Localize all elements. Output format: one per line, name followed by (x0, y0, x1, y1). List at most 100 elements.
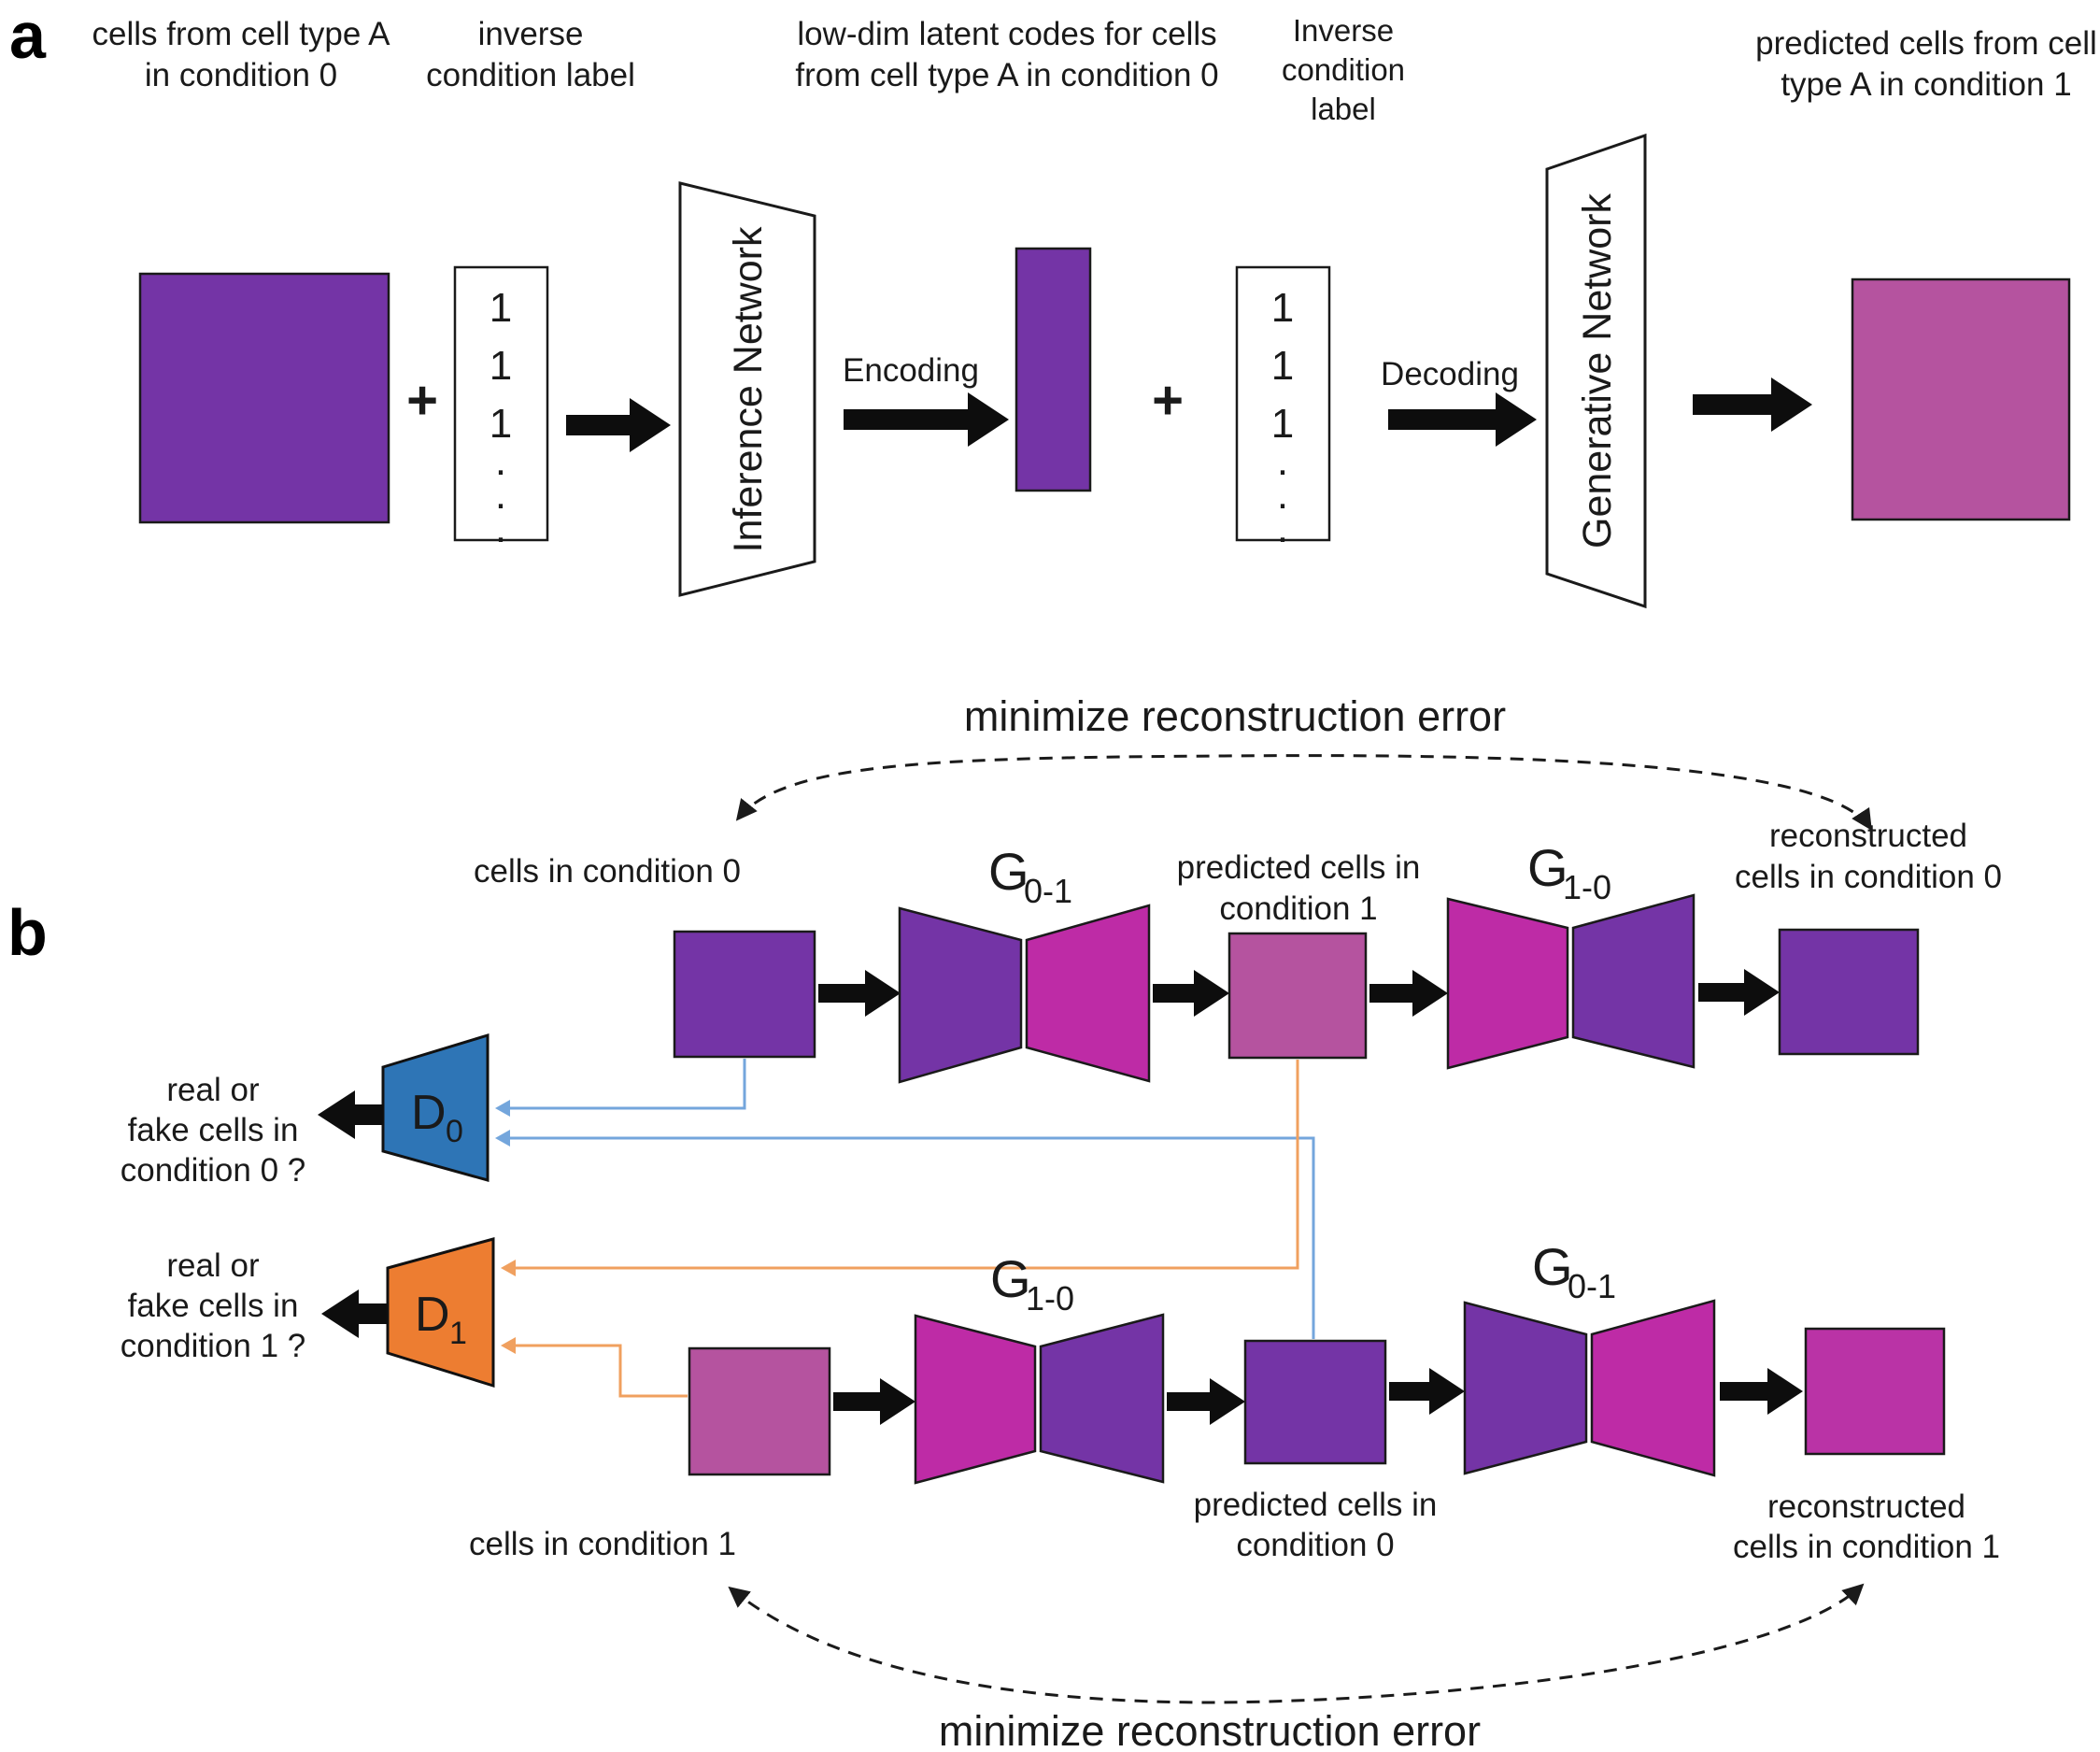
g10-bottom-sub: 1-0 (1026, 1279, 1074, 1318)
real-or-fake-0-line1: real or (166, 1072, 260, 1108)
predicted-cond0-square (1243, 1339, 1387, 1465)
decoding-arrow (1388, 392, 1537, 447)
ones-1b: 1 (1271, 285, 1294, 331)
g10-bottom-base: G (990, 1249, 1031, 1308)
predicted-cond0-label-line1: predicted cells in (1194, 1487, 1438, 1523)
real-cells-cond0-connector-arrowhead (495, 1100, 510, 1117)
reconstructed-cond1-label-line2: cells in condition 1 (1733, 1529, 2000, 1565)
caption-inverse-label2-line1: Inverse (1293, 13, 1394, 48)
ones-dot-3b: . (1277, 506, 1288, 551)
ones-dot-1b: . (1277, 438, 1288, 484)
g10-bottom-decoder-half (1039, 1313, 1165, 1484)
ones-dot-1: . (495, 438, 506, 484)
predicted-cond0-label-line2: condition 0 (1236, 1527, 1394, 1563)
decoding-label: Decoding (1381, 356, 1519, 392)
g01-bottom-base: G (1532, 1237, 1573, 1296)
ones-3b: 1 (1271, 401, 1294, 447)
inference-network-label: Inference Network (726, 226, 771, 552)
real-or-fake-1-line2: fake cells in (128, 1288, 299, 1324)
generative-network-trapezoid (1545, 133, 1647, 609)
real-or-fake-0-line2: fake cells in (128, 1112, 299, 1148)
flow-arrow-b5 (833, 1378, 915, 1425)
input-cells-square (138, 272, 390, 524)
discriminator-d0-base: D (411, 1086, 447, 1140)
ones-2: 1 (490, 343, 512, 389)
g10-top-decoder-half (1571, 893, 1696, 1069)
flow-arrow-b3 (1369, 970, 1448, 1017)
ones-dot-2b: . (1277, 472, 1288, 518)
real-cells-cond1-connector (514, 1344, 688, 1398)
fake-cells-cond0-connector (508, 1136, 1315, 1339)
encoding-label: Encoding (843, 352, 979, 389)
ones-dot-3: . (495, 506, 506, 551)
fake-cells-cond1-connector-arrowhead (501, 1260, 516, 1276)
generative-network-label: Generative Network (1575, 193, 1620, 548)
g10-top-sub: 1-0 (1563, 868, 1611, 906)
ones-dot-2: . (495, 472, 506, 518)
real-cells-cond0-connector (508, 1059, 746, 1110)
ones-1: 1 (490, 285, 512, 331)
reconstructed-cond0-label-line2: cells in condition 0 (1735, 859, 2002, 895)
cells-cond0-label: cells in condition 0 (474, 853, 741, 890)
reconstructed-cond1-square (1804, 1327, 1946, 1456)
g01-top-encoder-half (898, 906, 1023, 1084)
d0-output-arrow (318, 1090, 383, 1139)
g10-bottom-encoder-half (914, 1314, 1037, 1485)
g01-top-sub: 0-1 (1024, 872, 1072, 910)
ones-vector-box-1 (453, 265, 549, 542)
g01-bottom-encoder-half (1463, 1301, 1588, 1475)
reconstructed-cond1-label-line1: reconstructed (1767, 1488, 1965, 1525)
caption-latent-line2: from cell type A in condition 0 (795, 57, 1218, 93)
discriminator-d1-sub: 1 (449, 1316, 467, 1351)
minimize-error-top-label: minimize reconstruction error (964, 692, 1506, 740)
ones-vector-box-2 (1235, 265, 1331, 542)
cells-cond1-square (688, 1346, 831, 1476)
fake-cells-cond1-connector (514, 1060, 1299, 1270)
inference-network-trapezoid (678, 181, 816, 597)
flow-arrow-input (566, 398, 671, 452)
reconstruction-error-arc-top (735, 754, 1872, 831)
cells-cond0-square (673, 930, 816, 1059)
caption-predicted-line1: predicted cells from cell (1755, 25, 2097, 62)
flow-arrow-b6 (1167, 1378, 1245, 1425)
encoding-arrow (844, 392, 1009, 447)
real-or-fake-1-line1: real or (166, 1247, 260, 1284)
caption-latent-line1: low-dim latent codes for cells (797, 16, 1216, 52)
plus-sign-1: + (406, 370, 438, 431)
predicted-cond1-label-line1: predicted cells in (1177, 849, 1421, 886)
caption-cells-type-a-line1: cells from cell type A (92, 16, 391, 52)
reconstructed-cond0-square (1778, 928, 1920, 1056)
flow-arrow-b7 (1389, 1368, 1465, 1415)
panel-a-label: a (9, 0, 47, 72)
g10-top-base: G (1527, 838, 1568, 897)
flow-arrow-b1 (818, 970, 901, 1017)
discriminator-d1-trapezoid (386, 1237, 495, 1389)
reconstructed-cond0-label-line1: reconstructed (1769, 818, 1967, 854)
g01-top-base: G (988, 842, 1029, 901)
discriminator-d1-base: D (415, 1288, 450, 1342)
d1-output-arrow (321, 1289, 387, 1338)
latent-code-bar (1015, 247, 1092, 492)
minimize-error-bottom-label: minimize reconstruction error (939, 1707, 1481, 1752)
g10-top-encoder-half (1446, 897, 1569, 1070)
predicted-cells-square (1851, 278, 2071, 521)
g01-top-decoder-half (1025, 904, 1151, 1083)
caption-inverse-label-line1: inverse (478, 16, 584, 52)
cells-cond1-label: cells in condition 1 (469, 1526, 736, 1562)
predicted-cond1-label-line2: condition 1 (1219, 890, 1377, 927)
fake-cells-cond0-connector-arrowhead (495, 1130, 510, 1147)
predicted-cond1-square (1227, 932, 1368, 1060)
g01-bottom-sub: 0-1 (1568, 1267, 1616, 1305)
discriminator-d0-sub: 0 (446, 1114, 463, 1149)
ones-3: 1 (490, 401, 512, 447)
real-or-fake-1-line3: condition 1 ? (121, 1328, 305, 1364)
caption-inverse-label2-line3: label (1311, 92, 1376, 126)
flow-arrow-b2 (1153, 970, 1229, 1017)
real-cells-cond1-connector-arrowhead (501, 1337, 516, 1354)
real-or-fake-0-line3: condition 0 ? (121, 1152, 305, 1189)
flow-arrow-output (1693, 377, 1812, 432)
caption-inverse-label-line2: condition label (426, 57, 635, 93)
caption-cells-type-a-line2: in condition 0 (145, 57, 337, 93)
